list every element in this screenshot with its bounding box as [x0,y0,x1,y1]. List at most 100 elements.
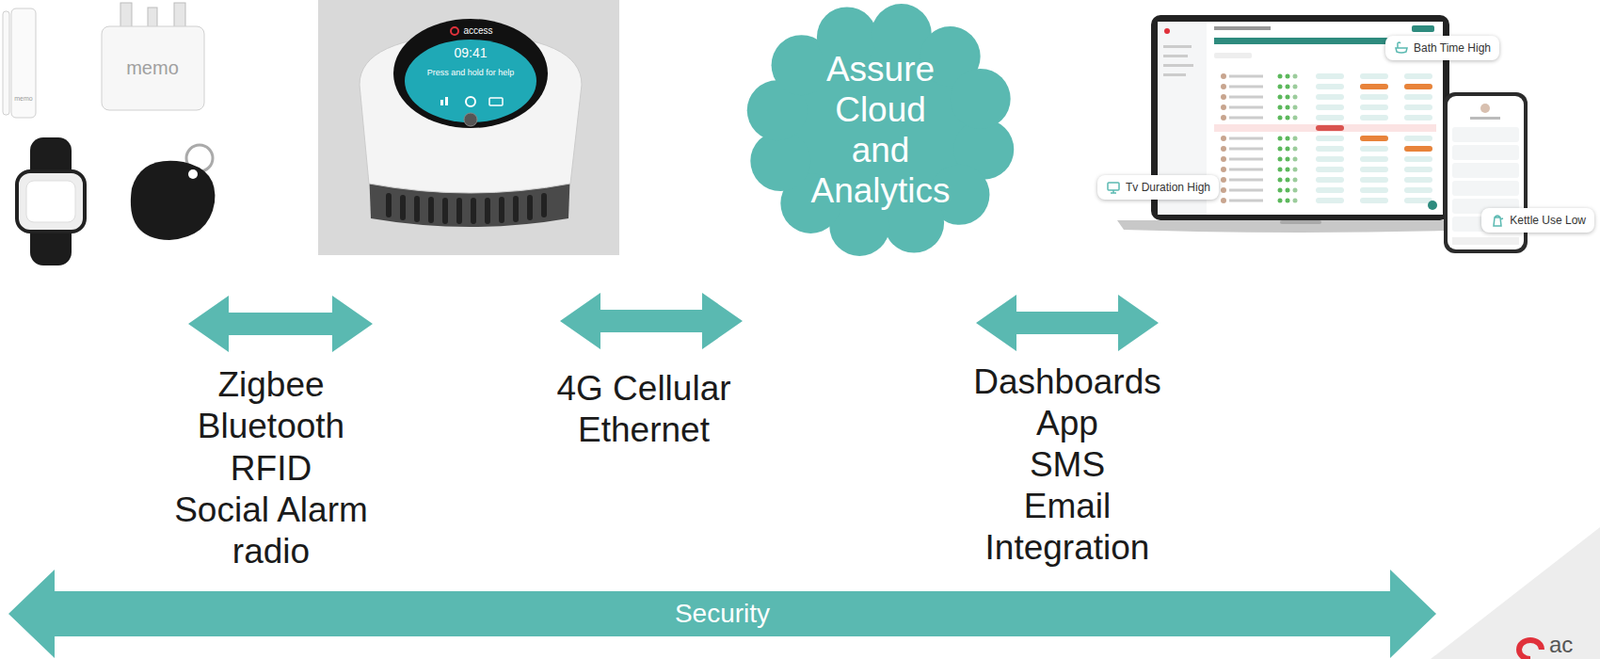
double-arrow-fill [8,569,1437,658]
tv-icon [1105,179,1121,195]
smart-plug [101,2,205,111]
laptop-dashboard [1220,83,1433,90]
laptop-dashboard [1404,83,1433,90]
rfid-keyfob [188,169,198,179]
icon-line [1395,42,1408,53]
output-label: App [926,402,1209,445]
band-text: Security [674,597,770,630]
hub-device [450,27,459,35]
icon-line [1493,215,1504,226]
hub-device [442,197,448,224]
laptop-dashboard [1220,94,1433,100]
hub-device [465,96,476,107]
kettle-icon [1489,212,1505,228]
wristband [16,171,85,232]
phone-app [1452,237,1520,245]
hub-device [489,97,503,106]
phone-app [1470,116,1501,120]
laptop-dashboard [1214,52,1252,59]
cloud-shape [742,0,1019,260]
laptop-dashboard [1315,125,1344,131]
hub-device [456,197,463,224]
phone-app [1452,127,1520,143]
laptop-dashboard [1360,135,1389,142]
corner-shade [1430,527,1600,659]
cloud-puff [950,68,1011,129]
alert-callout: Kettle Use Low [1481,208,1595,233]
device-brand: memo [11,94,36,103]
phone-app [1452,144,1520,160]
device-brand: memo [105,56,200,80]
protocol-label: Zigbee [129,364,413,406]
phone-app [1480,103,1490,113]
laptop-dashboard [1220,135,1433,142]
security-band: Security [8,569,1437,658]
laptop-dashboard [1163,64,1194,67]
screen-prompt: Press and hold for help [406,67,535,79]
brand-logo [1519,640,1542,659]
brand-logo [1519,640,1542,659]
hub-device [400,194,406,221]
hub-device [428,196,434,224]
callout-text: Kettle Use Low [1509,213,1586,228]
hub-device [393,18,548,128]
door-sensor [2,8,36,118]
alert-callout: Bath Time High [1385,35,1500,61]
smart-plug [101,26,205,111]
hub-device [527,194,533,221]
device-brand: access [449,25,507,37]
laptop-dashboard [1117,220,1485,233]
hub-device [470,197,477,224]
hub-device [445,96,448,106]
hub-device [404,39,537,123]
icon-line [1110,190,1117,193]
laptop-dashboard [1163,45,1192,48]
alert-callout: Tv Duration High [1097,175,1219,200]
laptop-dashboard [1220,187,1433,193]
door-sensor [11,8,36,118]
hub-device [385,192,392,218]
laptop-dashboard [1427,200,1438,210]
output-label: Dashboards [926,361,1209,403]
laptop-dashboard [1214,26,1271,31]
laptop-dashboard [1220,156,1433,162]
laptop-dashboard [1404,145,1433,152]
callout-text: Tv Duration High [1125,180,1211,195]
protocol-label: Bluetooth [129,405,413,448]
icon-line [1107,182,1120,191]
hub-device [484,197,491,224]
protocol-label: Social Alarm radio [153,489,389,573]
bath-icon [1393,40,1409,56]
hub-device [385,192,547,224]
hub-device [318,0,620,256]
cloud-node: Assure Cloud and Analytics [742,0,1019,260]
laptop-dashboard [1360,83,1389,90]
hub-device [414,195,420,223]
output-label: SMS [926,444,1209,486]
hub-device [440,99,444,106]
network-label: 4G Cellular [502,368,785,410]
callout-text: Bath Time High [1413,41,1491,56]
hub-device [512,195,519,223]
laptop-dashboard [1220,73,1433,80]
wristband [26,180,76,223]
arrows [188,292,1159,352]
network-label: Ethernet [502,409,785,451]
hub-device [359,33,582,193]
output-label: Integration [926,527,1209,569]
laptop-dashboard [1220,114,1433,121]
smart-plug [120,2,132,30]
arrows [560,292,743,350]
laptop-dashboard [1163,73,1186,77]
laptop-dashboard [1411,25,1435,32]
wristband [16,137,85,266]
arrows [976,294,1159,352]
laptop-dashboard [1220,104,1433,111]
rfid-keyfob [130,144,216,240]
cloud-text: Assure Cloud and Analytics [805,48,957,211]
laptop-dashboard [1220,166,1433,173]
laptop-dashboard [1163,54,1188,58]
laptop-dashboard [1164,28,1170,34]
smart-plug [174,2,186,30]
